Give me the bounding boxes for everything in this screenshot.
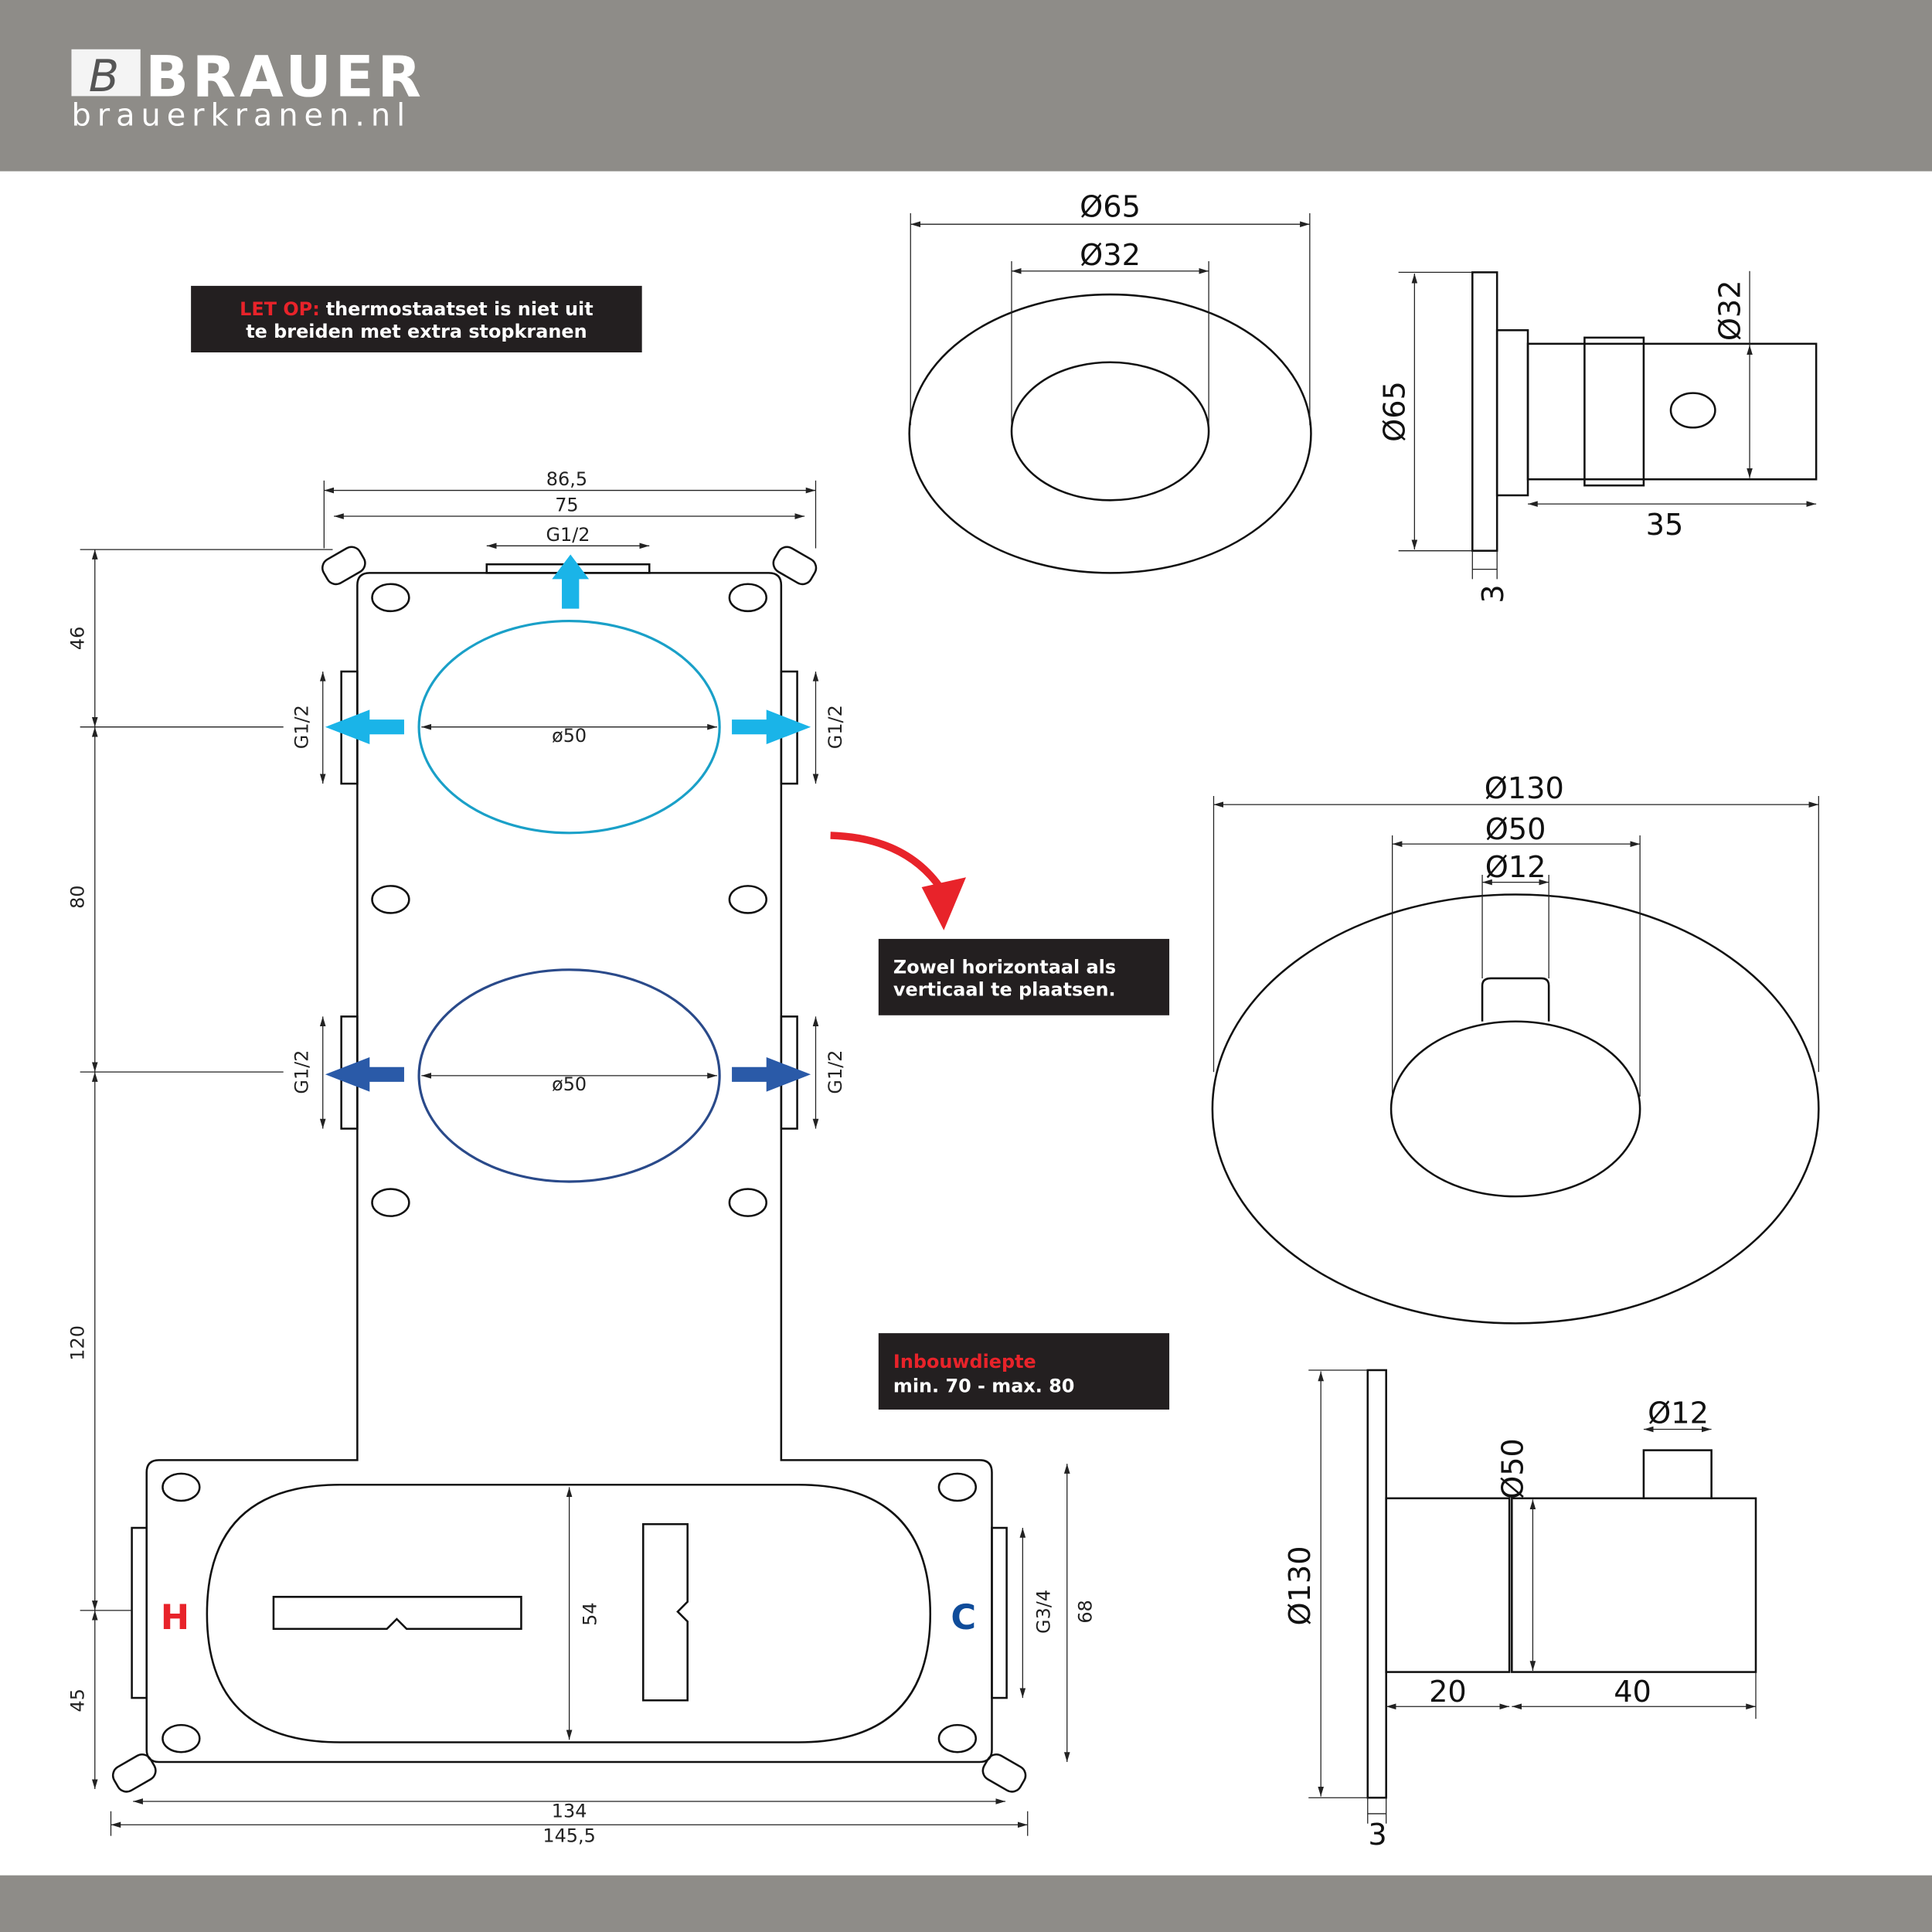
small-rosette-side: Ø65 Ø32 35 3 xyxy=(1378,270,1818,604)
svg-text:Ø50: Ø50 xyxy=(1485,812,1546,847)
upper-circle-dim: ø50 xyxy=(552,725,587,747)
svg-text:134: 134 xyxy=(552,1801,587,1822)
svg-text:Ø130: Ø130 xyxy=(1485,771,1564,806)
brand-logo: B BRAUER brauerkranen.nl xyxy=(71,44,425,134)
svg-text:35: 35 xyxy=(1646,508,1684,543)
svg-text:Ø12: Ø12 xyxy=(1648,1396,1709,1431)
svg-text:B: B xyxy=(89,50,119,102)
footer-banner xyxy=(0,1875,1932,1932)
svg-text:45: 45 xyxy=(66,1689,88,1712)
svg-text:LET OP:thermostaatset is niet: LET OP:thermostaatset is niet uit xyxy=(240,298,593,320)
orientation-note: Zowel horizontaal als verticaal te plaat… xyxy=(878,938,1170,1015)
svg-text:75: 75 xyxy=(555,495,578,516)
svg-text:G1/2: G1/2 xyxy=(291,1050,313,1094)
svg-text:G1/2: G1/2 xyxy=(825,1050,846,1094)
rotate-arrowhead xyxy=(921,877,966,930)
svg-text:Ø130: Ø130 xyxy=(1283,1546,1318,1625)
brand-name: BRAUER xyxy=(145,44,425,110)
svg-text:Ø50: Ø50 xyxy=(1496,1438,1531,1499)
svg-text:145,5: 145,5 xyxy=(543,1825,595,1847)
mounting-holes xyxy=(162,583,978,1753)
svg-text:Inbouwdiepte: Inbouwdiepte xyxy=(893,1351,1036,1372)
svg-text:54: 54 xyxy=(580,1602,601,1625)
brand-website: brauerkranen.nl xyxy=(71,98,411,134)
upper-valve-circle xyxy=(417,619,721,835)
cold-label: C xyxy=(951,1597,976,1638)
large-rosette-front: Ø130 Ø50 Ø12 xyxy=(1211,771,1820,1325)
hot-label: H xyxy=(161,1597,189,1638)
svg-text:40: 40 xyxy=(1614,1675,1651,1709)
svg-text:46: 46 xyxy=(66,627,88,650)
svg-text:Ø65: Ø65 xyxy=(1080,190,1141,225)
svg-text:80: 80 xyxy=(66,886,88,909)
flow-arrows xyxy=(325,554,811,1092)
depth-note: Inbouwdiepte min. 70 - max. 80 xyxy=(878,1333,1170,1410)
svg-text:86,5: 86,5 xyxy=(546,468,587,490)
plate-dimensions: 86,5 75 G1/2 46 80 120 45 G1/2 G1/2 G1/2… xyxy=(66,468,1096,1846)
svg-text:20: 20 xyxy=(1429,1675,1467,1709)
svg-text:Ø12: Ø12 xyxy=(1485,850,1546,885)
svg-text:G1/2: G1/2 xyxy=(546,524,590,546)
small-rosette-front: Ø65 Ø32 xyxy=(908,190,1312,574)
mounting-plate: ø50 ø50 54 H C xyxy=(111,546,1027,1793)
svg-text:G1/2: G1/2 xyxy=(825,705,846,749)
svg-text:68: 68 xyxy=(1075,1600,1097,1623)
large-rosette-side: Ø130 Ø50 Ø12 20 40 3 xyxy=(1283,1369,1757,1852)
svg-text:Ø65: Ø65 xyxy=(1378,381,1413,442)
svg-text:Zowel horizontaal als: Zowel horizontaal als xyxy=(893,957,1116,978)
svg-text:Ø32: Ø32 xyxy=(1080,238,1141,273)
lower-circle-dim: ø50 xyxy=(552,1073,587,1095)
svg-text:3: 3 xyxy=(1368,1818,1386,1852)
svg-text:verticaal te plaatsen.: verticaal te plaatsen. xyxy=(893,978,1116,1000)
header-banner xyxy=(0,0,1932,172)
warning-note: LET OP:thermostaatset is niet uit te bre… xyxy=(191,285,642,352)
svg-text:G3/4: G3/4 xyxy=(1032,1590,1054,1634)
lower-valve-circle xyxy=(417,968,721,1183)
svg-text:G1/2: G1/2 xyxy=(291,705,313,749)
svg-text:Ø32: Ø32 xyxy=(1713,280,1747,341)
svg-text:min. 70 - max. 80: min. 70 - max. 80 xyxy=(893,1376,1074,1397)
svg-text:te breiden met extra stopkrane: te breiden met extra stopkranen xyxy=(246,321,587,342)
svg-text:3: 3 xyxy=(1476,584,1511,603)
svg-text:120: 120 xyxy=(66,1325,88,1361)
